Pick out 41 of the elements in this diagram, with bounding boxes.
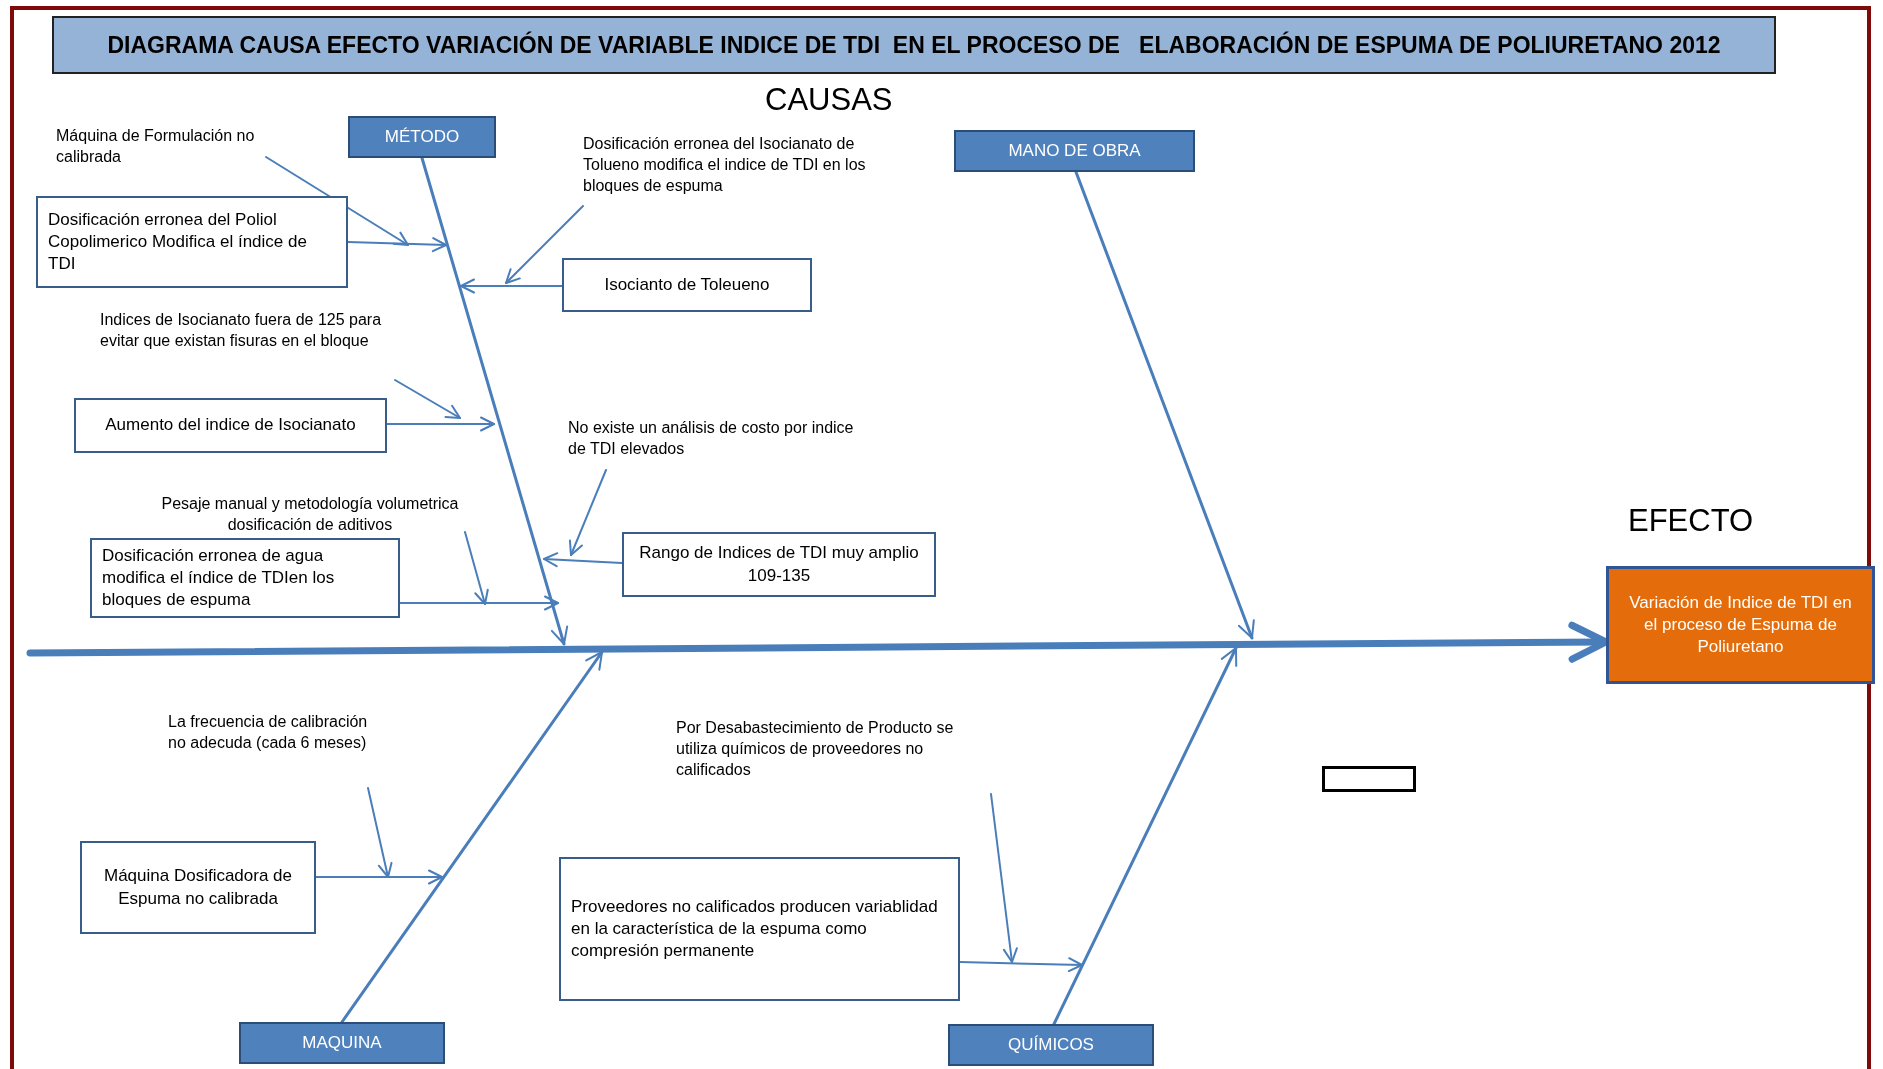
cause-box: Dosificación erronea del Poliol Copolimerico Modifica el índice de TDI xyxy=(36,196,348,288)
bone-arrow xyxy=(1052,646,1238,1026)
category-box: QUÍMICOS xyxy=(948,1024,1154,1066)
arrow xyxy=(505,205,584,284)
section-heading: EFECTO xyxy=(1628,503,1754,539)
cause-box: Dosificación erronea de agua modifica el índice de TDIen los bloques de espuma xyxy=(90,538,400,618)
note-text: No existe un análisis de costo por indice de TDI elevados xyxy=(568,418,858,470)
bone-arrow xyxy=(1074,170,1255,640)
cause-box: Máquina Dosificadora de Espuma no calibrada xyxy=(80,841,316,934)
arrow xyxy=(347,237,447,253)
section-heading: CAUSAS xyxy=(765,82,893,118)
note-text: Por Desabastecimiento de Producto se utiliza químicos de proveedores no calificados xyxy=(676,718,996,794)
category-box: MAQUINA xyxy=(239,1022,445,1064)
note-text: Máquina de Formulación no calibrada xyxy=(56,126,266,178)
cause-box: Proveedores no calificados producen variablidad en la característica de la espuma como compresión permanente xyxy=(559,857,960,1001)
note-text: Indices de Isocianato fuera de 125 para evitar que existan fisuras en el bloque xyxy=(100,310,400,380)
arrow xyxy=(367,787,393,878)
note-text: La frecuencia de calibración no adecuda (cada 6 meses) xyxy=(168,712,368,788)
note-text: Dosificación erronea del Isocianato de Tolueno modifica el indice de TDI en los bloques de espuma xyxy=(583,134,883,214)
bone-arrow xyxy=(420,156,569,646)
arrow xyxy=(265,156,409,246)
arrow xyxy=(959,957,1083,973)
cause-box: Aumento del indice de Isocianato xyxy=(74,398,387,453)
note-text: Pesaje manual y metodología volumetrica dosificación de aditivos xyxy=(155,494,465,538)
arrow xyxy=(990,793,1018,963)
title-banner: DIAGRAMA CAUSA EFECTO VARIACIÓN DE VARIABLE INDICE DE TDI EN EL PROCESO DE ELABORACIÓN DE ESPUMA DE POLIURETANO 2012 xyxy=(52,16,1776,74)
arrow xyxy=(394,379,461,419)
empty-box xyxy=(1322,766,1416,792)
arrow xyxy=(386,416,495,432)
arrow xyxy=(568,469,607,556)
cause-box: Rango de Indices de TDI muy amplio 109-135 xyxy=(622,532,936,597)
category-box: MÉTODO xyxy=(348,116,496,158)
arrow xyxy=(460,278,563,294)
effect-box: Variación de Indice de TDI en el proceso de Espuma de Poliuretano xyxy=(1606,566,1875,684)
arrow xyxy=(315,869,443,885)
arrow xyxy=(464,531,489,605)
arrow xyxy=(543,552,623,568)
arrow xyxy=(399,595,559,611)
cause-box: Isocianto de Toleueno xyxy=(562,258,812,312)
category-box: MANO DE OBRA xyxy=(954,130,1195,172)
bone-arrow xyxy=(340,650,604,1024)
